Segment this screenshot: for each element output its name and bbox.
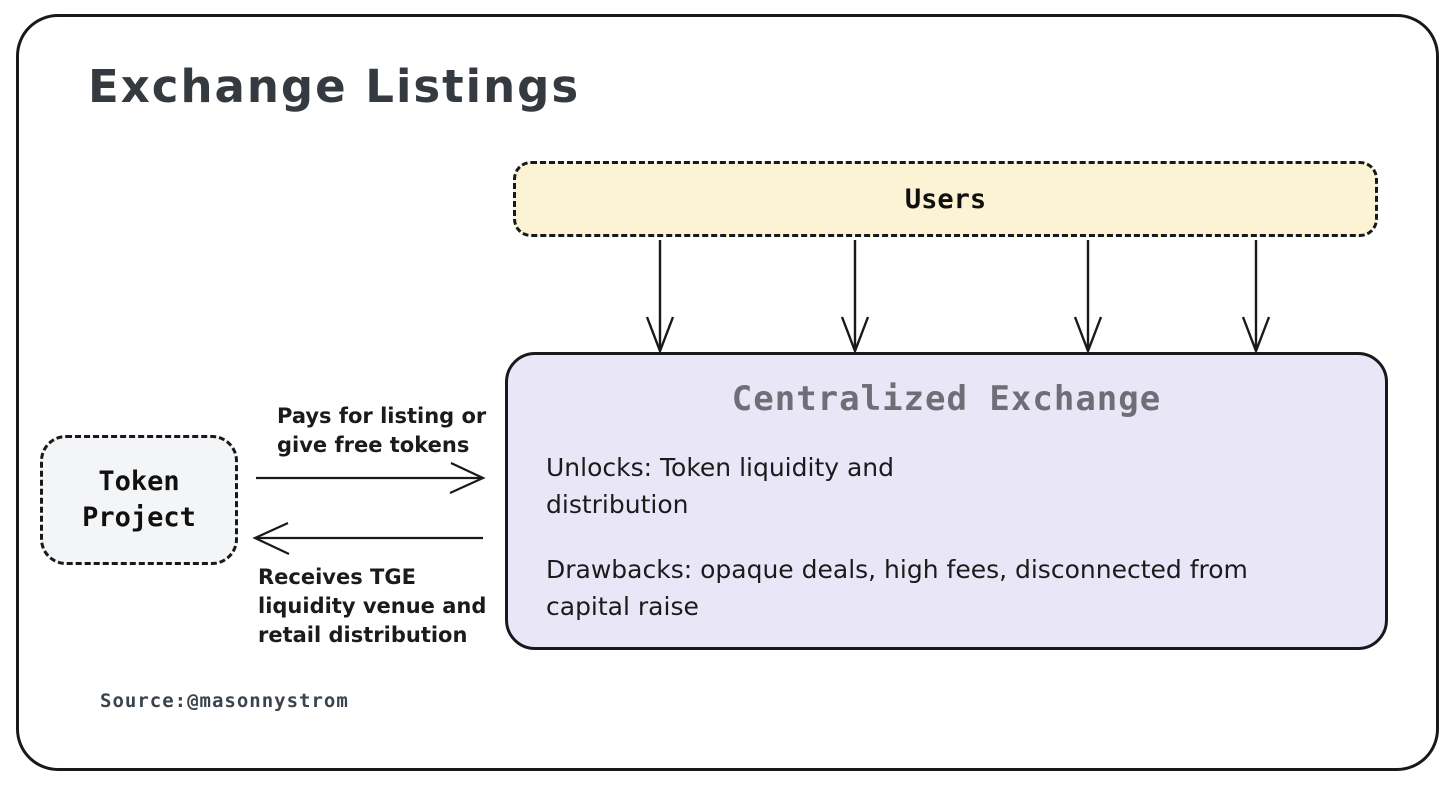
token-project-box: Token Project (40, 435, 238, 565)
token-project-label: Token Project (82, 466, 196, 533)
users-to-exchange-arrow-3 (1073, 240, 1103, 355)
users-to-exchange-arrow-1 (645, 240, 675, 355)
centralized-exchange-box: Centralized Exchange Unlocks: Token liqu… (505, 352, 1388, 650)
exchange-unlocks-text: Unlocks: Token liquidity and distributio… (546, 453, 895, 519)
users-box-label: Users (904, 183, 987, 215)
exchange-drawbacks-text: Drawbacks: opaque deals, high fees, disc… (546, 555, 1248, 621)
users-to-exchange-arrow-2 (840, 240, 870, 355)
users-box: Users (513, 161, 1378, 237)
exchange-to-token-arrow (252, 521, 483, 555)
token-to-exchange-arrow (256, 462, 486, 495)
diagram-title: Exchange Listings (88, 60, 581, 113)
receives-tge-label: Receives TGE liquidity venue and retail … (258, 565, 487, 647)
pays-for-listing-label: Pays for listing or give free tokens (277, 404, 487, 457)
users-to-exchange-arrow-4 (1241, 240, 1271, 355)
source-attribution: Source:@masonnystrom (100, 690, 349, 712)
centralized-exchange-title: Centralized Exchange (731, 379, 1162, 419)
